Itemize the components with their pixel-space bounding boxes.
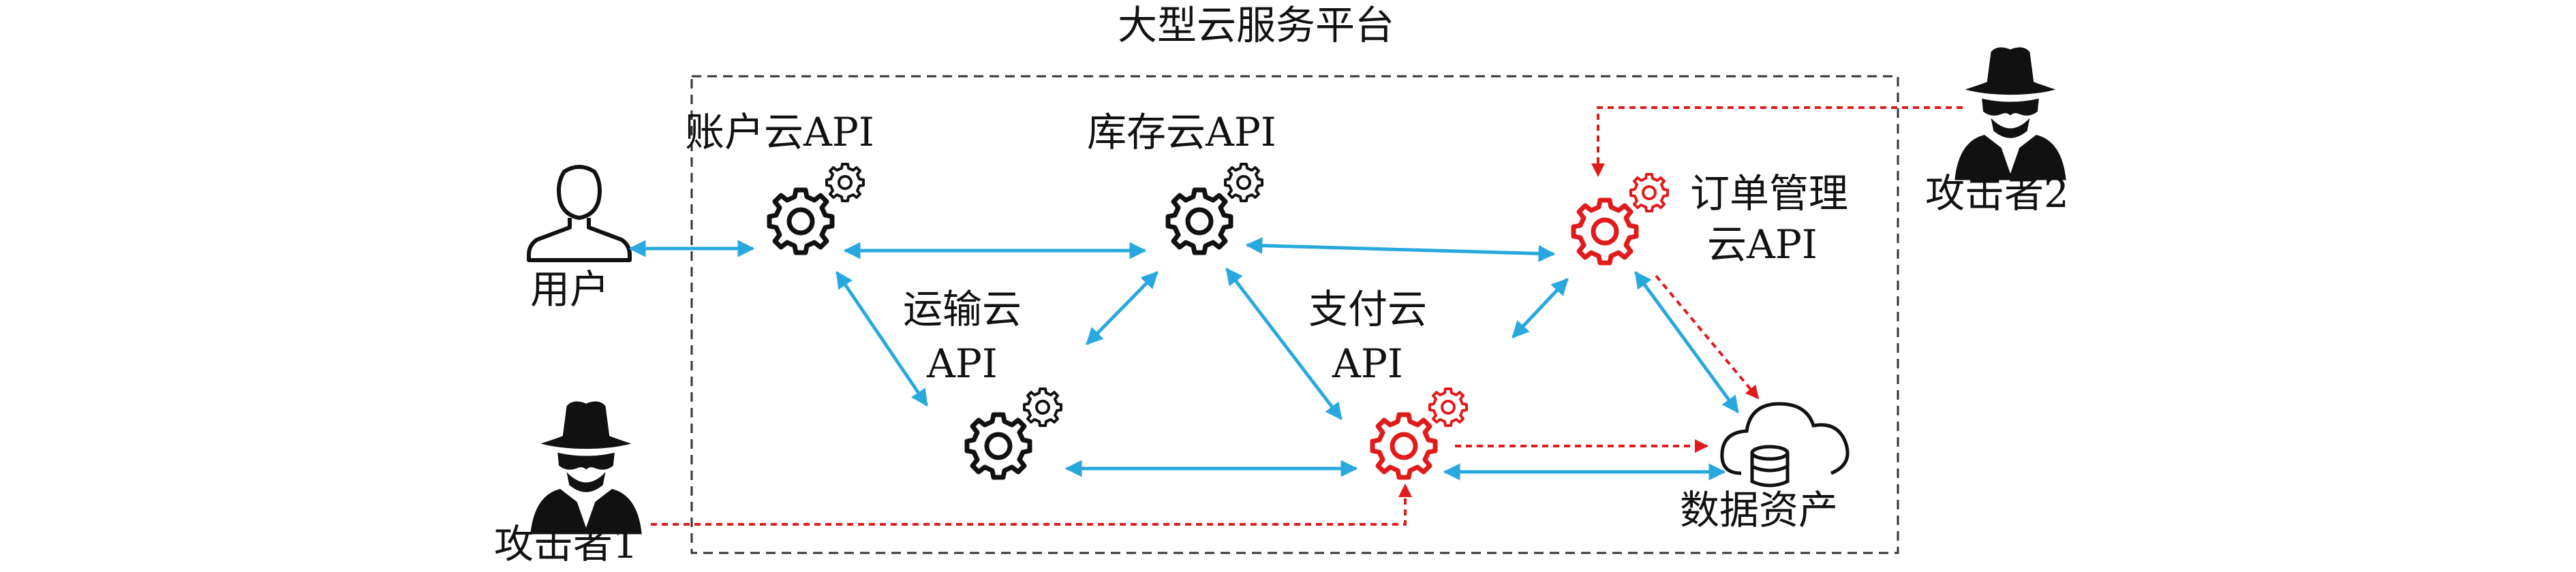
attack-order-to-data [1655,274,1760,400]
platform-title: 大型云服务平台 [1118,2,1395,48]
payment-api-label-line1: 支付云 [1308,286,1428,332]
account-api-label: 账户云API [685,109,874,155]
link-order-payment [1512,278,1569,338]
link-account-shipping [835,270,929,407]
shipping-api-label-line2: API [927,340,998,387]
attack-path-2 [1591,106,1963,177]
link-order-data [1634,270,1740,414]
gears-icon [1168,163,1263,253]
shipping-api-label-line1: 运输云 [903,286,1022,332]
attack-path-1 [651,483,1412,526]
red-gears-icon [1373,387,1468,477]
gears-icon [967,387,1062,477]
api-links [628,237,1740,481]
link-inventory-payment [1225,268,1343,420]
attacker1-label: 攻击者1 [494,521,638,567]
attacker2-label: 攻击者2 [1925,170,2069,217]
spy-icon [1954,47,2066,180]
data-assets-label: 数据资产 [1680,487,1839,533]
order-api-label-line1: 订单管理 [1690,170,1849,217]
link-inventory-shipping [1086,271,1159,345]
platform-frame [690,75,1899,554]
red-gears-icon [1574,173,1669,263]
order-api-label-line2: 云API [1707,221,1818,268]
user-outline-icon [527,165,632,262]
payment-api-label-line2: API [1332,340,1403,387]
attack-paths [651,106,1963,526]
cloud-database-icon [1720,402,1850,488]
user-label: 用户 [530,266,610,313]
spy-icon [530,401,642,535]
inventory-api-label: 库存云API [1087,109,1276,155]
link-inventory-order [1245,237,1556,262]
gears-icon [769,163,865,253]
